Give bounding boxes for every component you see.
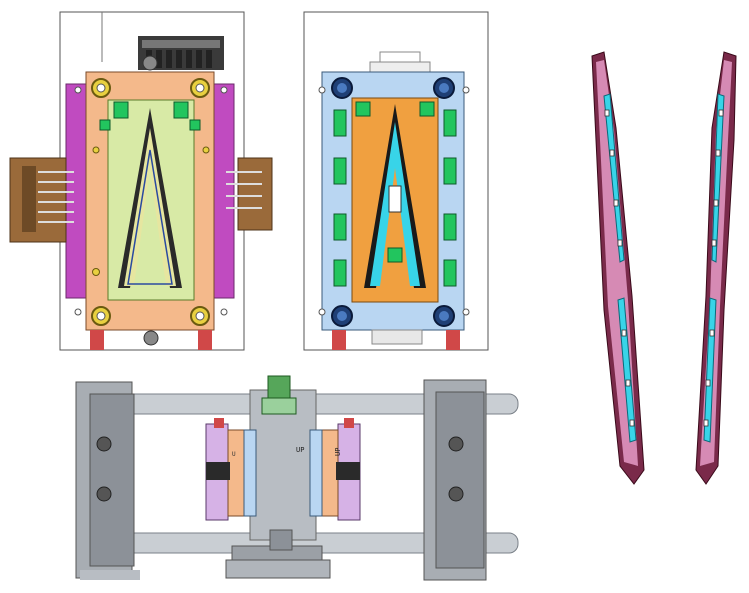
tie-bars <box>125 393 519 554</box>
mold-stack-right <box>309 418 361 521</box>
mold-stack-left: U <box>205 418 257 521</box>
top-connector-block <box>138 36 224 71</box>
core-part-outline <box>118 108 182 288</box>
right-platen <box>423 379 487 581</box>
core-half-panel <box>9 11 273 351</box>
left-platen <box>75 381 140 580</box>
right-molded-part <box>695 51 737 485</box>
molded-parts-panel <box>591 51 737 485</box>
cavity-half-panel <box>303 11 489 351</box>
core-corner-bolts <box>91 78 210 326</box>
up-label-right: UP <box>334 448 342 456</box>
right-side-connector <box>226 157 273 231</box>
up-label-left: UP <box>296 446 304 454</box>
left-molded-part <box>591 51 645 485</box>
mold-side-view-panel: U UP UP <box>75 375 519 581</box>
svg-text:U: U <box>232 451 236 458</box>
left-side-connector <box>9 157 74 243</box>
cavity-green-inserts <box>333 101 457 287</box>
cavity-part-outline <box>364 104 426 288</box>
